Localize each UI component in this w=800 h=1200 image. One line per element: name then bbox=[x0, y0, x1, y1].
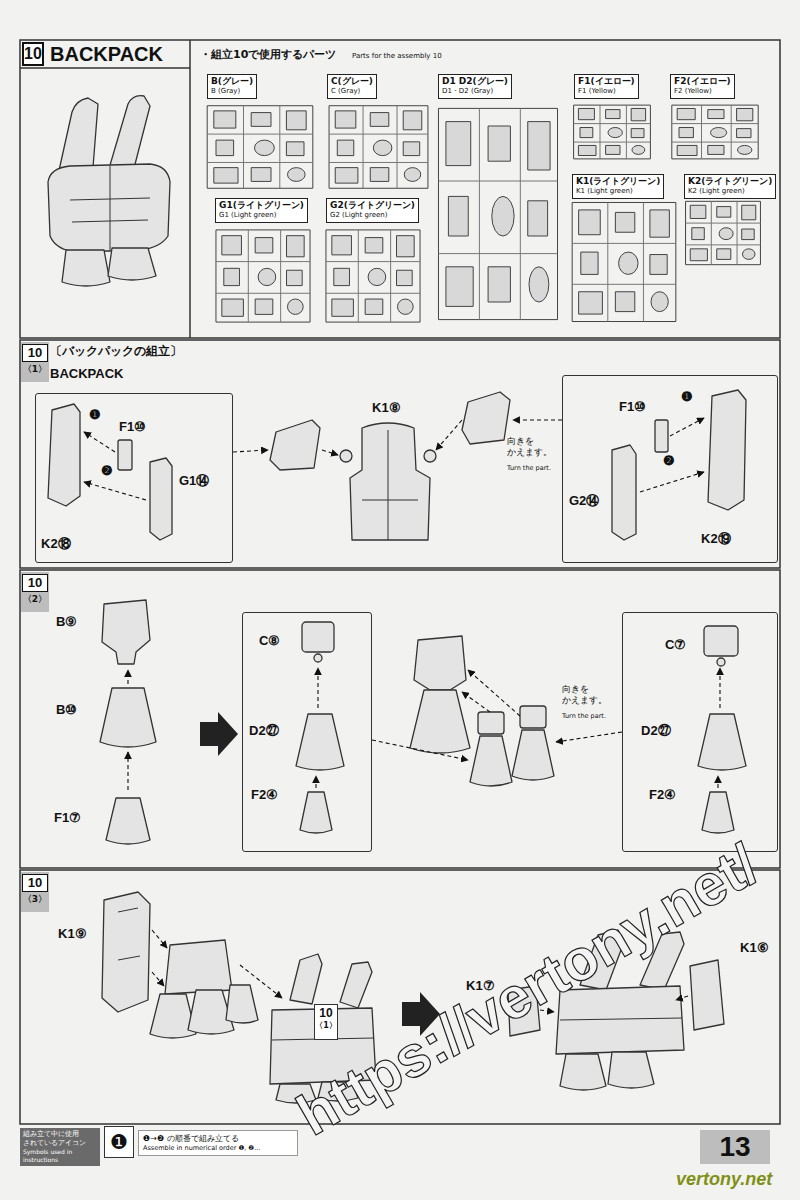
runner-name: G2(ライトグリーン) bbox=[330, 200, 415, 211]
part-callout: F1⑦ bbox=[54, 810, 81, 826]
part-callout: G2⑭ bbox=[569, 493, 599, 509]
part-callout: F1⑩ bbox=[619, 399, 646, 415]
runner-name: F2 (Yellow) bbox=[674, 87, 731, 96]
part-callout: ❷ bbox=[663, 453, 675, 469]
reference-box: 10〈1〉 bbox=[314, 1004, 338, 1040]
runner-name: D1・D2 (Gray) bbox=[442, 87, 508, 96]
sub-assembly-box: ❶ F1⑩ ❷ G1⑭ K2⑱ bbox=[35, 393, 233, 563]
step-number: 〈2〉 bbox=[22, 592, 48, 606]
runner-name: K2 (Light green) bbox=[688, 187, 772, 196]
turn-note: Turn the part. bbox=[507, 464, 551, 472]
runner-label-box: F2(イエロー)F2 (Yellow) bbox=[670, 74, 735, 99]
part-callout: F1⑩ bbox=[119, 419, 146, 435]
icon-caption: Symbols used in instructions bbox=[23, 1148, 97, 1164]
runner-name: F2(イエロー) bbox=[674, 76, 731, 87]
runner-name: B (Gray) bbox=[211, 87, 253, 96]
part-callout: B⑨ bbox=[56, 614, 77, 630]
runner-label-box: B(グレー)B (Gray) bbox=[207, 74, 257, 99]
step-number: 10 bbox=[22, 574, 48, 592]
step-heading: 〔バックパックの組立〕 bbox=[50, 344, 182, 359]
icon-caption: 組み立て中に使用 されているアイコン bbox=[23, 1130, 97, 1148]
part-callout: D2㉗ bbox=[641, 723, 671, 739]
part-callout: ❶ bbox=[681, 389, 693, 405]
parts-panel: ・組立10で使用するパーツ Parts for the assembly 10 B(… bbox=[190, 40, 780, 338]
parts-heading: ・組立10で使用するパーツ bbox=[200, 48, 336, 62]
watermark: vertony.net bbox=[676, 1168, 772, 1190]
part-callout: G1⑭ bbox=[179, 473, 209, 489]
runner-label-box: C(グレー)C (Gray) bbox=[327, 74, 377, 99]
runner-name: F1(イエロー) bbox=[578, 76, 635, 87]
icon-explanation-box: ❶→❷ の順番で組み立てるAssemble in numerical order… bbox=[138, 1130, 298, 1156]
part-callout: F2④ bbox=[649, 787, 676, 803]
runner-label-box: K1(ライトグリーン)K1 (Light green) bbox=[572, 174, 664, 199]
part-callout: C⑦ bbox=[665, 637, 686, 653]
part-callout: K1⑧ bbox=[372, 400, 401, 416]
part-callout: K1⑨ bbox=[58, 926, 87, 942]
runner-name: G1 (Light green) bbox=[219, 211, 304, 220]
step-number: 〈3〉 bbox=[22, 892, 48, 906]
part-callout: F2④ bbox=[251, 787, 278, 803]
runner-label-box: K2(ライトグリーン)K2 (Light green) bbox=[684, 174, 776, 199]
icon-explanation: Assemble in numerical order ❶, ❷... bbox=[143, 1144, 293, 1153]
icon-explanation: ❶→❷ の順番で組み立てる bbox=[143, 1133, 293, 1144]
icon-box: ❶ bbox=[104, 1126, 134, 1158]
part-callout: K2⑱ bbox=[41, 536, 71, 552]
part-callout: K2⑲ bbox=[701, 531, 731, 547]
step-number: 〈1〉 bbox=[22, 362, 48, 376]
turn-note: Turn the part. bbox=[562, 712, 606, 720]
parts-heading: Parts for the assembly 10 bbox=[352, 52, 442, 61]
step-number-tab: 10〈2〉 bbox=[21, 572, 49, 612]
runner-label-box: G2(ライトグリーン)G2 (Light green) bbox=[326, 198, 419, 223]
runner-name: K1(ライトグリーン) bbox=[576, 176, 660, 187]
part-callout: D2㉗ bbox=[249, 723, 279, 739]
runner-name: G1(ライトグリーン) bbox=[219, 200, 304, 211]
step-number-tab: 10〈3〉 bbox=[21, 872, 49, 912]
part-callout: B⑩ bbox=[56, 702, 77, 718]
runner-name: B(グレー) bbox=[211, 76, 253, 87]
icon-caption-box: 組み立て中に使用 されているアイコンSymbols used in instru… bbox=[20, 1128, 100, 1166]
part-callout: C⑧ bbox=[259, 633, 280, 649]
turn-note: 向きを かえます。 bbox=[562, 684, 614, 706]
runner-name: C (Gray) bbox=[331, 87, 373, 96]
part-callout: ❶ bbox=[89, 407, 101, 423]
runner-name: C(グレー) bbox=[331, 76, 373, 87]
page-number: 13 bbox=[700, 1130, 770, 1164]
section-title: BACKPACK bbox=[50, 42, 163, 66]
page-number-box: 13 bbox=[700, 1130, 770, 1164]
step-number: 10 bbox=[22, 874, 48, 892]
sub-assembly-box: C⑦ D2㉗ F2④ bbox=[622, 612, 778, 852]
section-number-box: 10 bbox=[22, 42, 44, 66]
turn-note: 向きを かえます。 bbox=[507, 436, 559, 458]
runner-label-box: D1 D2(グレー)D1・D2 (Gray) bbox=[438, 74, 512, 99]
runner-name: G2 (Light green) bbox=[330, 211, 415, 220]
runner-name: D1 D2(グレー) bbox=[442, 76, 508, 87]
sub-assembly-box: ❶ F1⑩ ❷ G2⑭ K2⑲ bbox=[562, 375, 778, 563]
order-icon: ❶ bbox=[105, 1127, 133, 1157]
runner-name: F1 (Yellow) bbox=[578, 87, 635, 96]
runner-label-box: G1(ライトグリーン)G1 (Light green) bbox=[215, 198, 308, 223]
watermark: https://vertony.net/ bbox=[285, 829, 770, 1150]
section-number: 10 bbox=[24, 44, 42, 64]
part-callout: ❷ bbox=[101, 463, 113, 479]
runner-label-box: F1(イエロー)F1 (Yellow) bbox=[574, 74, 639, 99]
reference-number: 10 bbox=[315, 1006, 337, 1020]
part-callout: K1⑥ bbox=[740, 940, 769, 956]
sub-assembly-box: C⑧ D2㉗ F2④ bbox=[242, 612, 372, 852]
runner-name: K1 (Light green) bbox=[576, 187, 660, 196]
step-heading: BACKPACK bbox=[50, 366, 123, 382]
runner-name: K2(ライトグリーン) bbox=[688, 176, 772, 187]
step-number-tab: 10〈1〉 bbox=[21, 342, 49, 382]
reference-number: 〈1〉 bbox=[315, 1020, 337, 1032]
step-number: 10 bbox=[22, 344, 48, 362]
